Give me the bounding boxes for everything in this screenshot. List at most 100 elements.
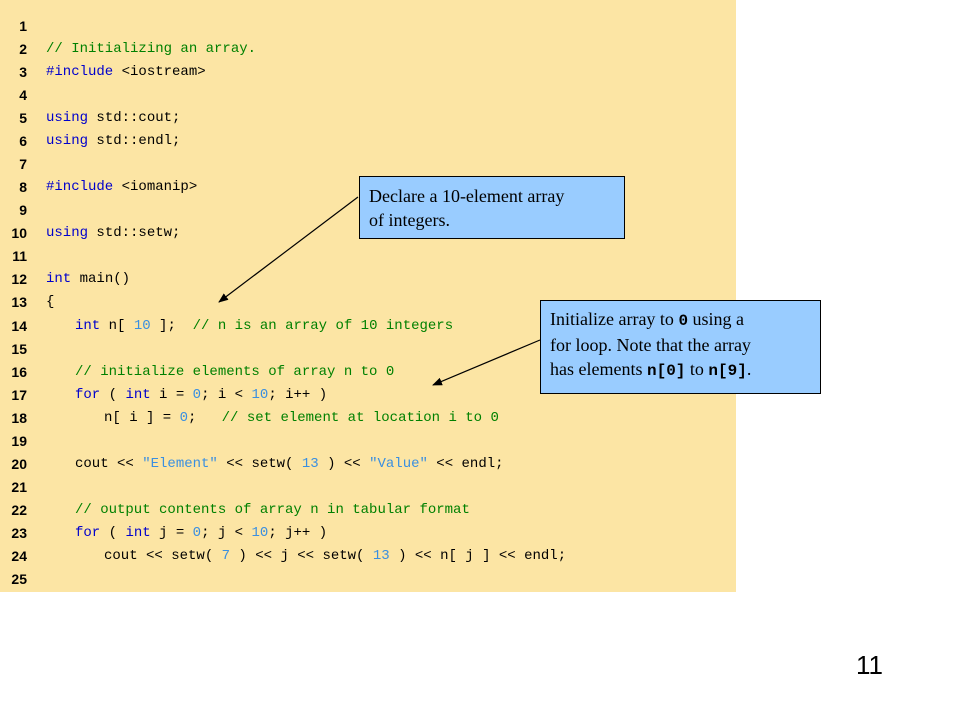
code-token: ; j++ ) [268,524,328,541]
code-line: 17 for ( int i = 0; i < 10; i++ ) [0,384,736,407]
code-token: for [75,524,101,541]
code-line: 8#include <iomanip> [0,176,736,199]
code-line: 7 [0,153,736,176]
line-number: 8 [19,179,27,196]
line-number: 25 [11,570,27,587]
code-token: << endl; [427,455,504,472]
code-text: cout << "Element" << setw( 13 ) << "Valu… [75,456,504,472]
code-token: std::cout; [88,110,181,127]
line-number: 6 [19,133,27,150]
code-line: 25 [0,568,736,591]
line-number: 19 [11,432,27,449]
line-number: 14 [11,317,27,334]
code-token: // Initializing an array. [46,41,257,58]
line-number: 2 [19,41,27,58]
line-number: 3 [19,64,27,81]
code-text: cout << setw( 7 ) << j << setw( 13 ) << … [104,548,566,564]
code-text: for ( int j = 0; j < 10; j++ ) [75,525,327,541]
code-token: 7 [221,547,231,564]
code-line: 4 [0,84,736,107]
line-number: 18 [11,409,27,426]
code-token: int [75,317,101,334]
code-token: int [125,386,151,403]
line-number: 12 [11,271,27,288]
code-token: ; [188,409,222,426]
code-line: 20 cout << "Element" << setw( 13 ) << "Va… [0,453,736,476]
code-token: using [46,225,89,242]
line-number: 15 [11,340,27,357]
code-token: "Value" [369,455,428,472]
code-token: ( [100,386,126,403]
code-token: j = [150,524,193,541]
line-number: 17 [11,386,27,403]
line-number: 10 [11,225,27,242]
line-number: 21 [11,478,27,495]
code-text: // output contents of array n in tabular… [75,502,470,518]
code-line: 9 [0,199,736,222]
code-line: 18 n[ i ] = 0; // set element at location… [0,407,736,430]
callout-initialize-array: Initialize array to 0 using a for loop. … [540,300,821,394]
code-token: #include [46,64,114,81]
code-line: 16// initialize elements of array n to 0 [0,361,736,384]
code-token: // initialize elements of array n to 0 [75,363,395,380]
code-token: std::endl; [88,133,181,150]
code-line: 10 using std::setw; [0,222,736,245]
code-token: 13 [372,547,390,564]
line-number: 20 [11,455,27,472]
code-token: ]; [150,317,193,334]
code-token: ; i < [201,386,252,403]
code-token: <iostream> [113,64,206,81]
code-line: 24 cout << setw( 7 ) << j << setw( 13 ) <… [0,545,736,568]
code-line: 14 int n[ 10 ]; // n is an array of 10 in… [0,315,736,338]
code-token: "Element" [142,455,218,472]
code-text: int main() [46,271,130,287]
line-number: 4 [19,87,27,104]
code-line: 3 #include <iostream> [0,61,736,84]
code-line: 22 // output contents of array n in tabul… [0,499,736,522]
code-token: for [75,386,101,403]
code-token: ) << [318,455,370,472]
code-line: 12 int main() [0,268,736,291]
code-line: 19 [0,430,736,453]
code-token: 0 [179,409,189,426]
code-token: cout << setw( [104,547,222,564]
code-text: using std::cout; [46,110,180,126]
line-number: 24 [11,547,27,564]
slide-page-number: 11 [856,650,883,680]
code-token: ( [100,524,126,541]
line-number: 9 [19,202,27,219]
line-number: 7 [19,156,27,173]
code-token: n[ i ] = [104,409,180,426]
code-text: using std::setw; [46,225,180,241]
line-number: 11 [12,248,27,265]
code-text: { [46,294,54,310]
code-text: for ( int i = 0; i < 10; i++ ) [75,387,327,403]
code-token: #include [46,179,114,196]
code-token: << setw( [217,455,302,472]
code-token: main() [71,271,131,288]
code-line: 6 using std::endl; [0,130,736,153]
code-token: 13 [301,455,319,472]
code-line: 21 [0,476,736,499]
code-token: i = [150,386,193,403]
code-token: { [46,294,55,311]
code-token: 10 [251,524,269,541]
code-token: using [46,133,89,150]
callout-init-line1: Initialize array to 0 using a [550,309,745,330]
code-line: 1 [0,15,736,38]
code-token: ; j < [201,524,252,541]
line-number: 22 [11,501,27,518]
code-token: 10 [133,317,151,334]
code-text: int n[ 10 ]; // n is an array of 10 inte… [75,318,453,334]
code-token: int [46,271,72,288]
code-token: // output contents of array n in tabular… [75,501,470,518]
code-token: ) << j << setw( [230,547,373,564]
code-text: // Initializing an array. [46,41,256,57]
callout-declare-line1: Declare a 10-element array [369,186,565,206]
code-text: n[ i ] = 0; // set element at location i… [104,410,499,426]
callout-declare-array: Declare a 10-element array of integers. [359,176,625,239]
code-token: 10 [251,386,269,403]
